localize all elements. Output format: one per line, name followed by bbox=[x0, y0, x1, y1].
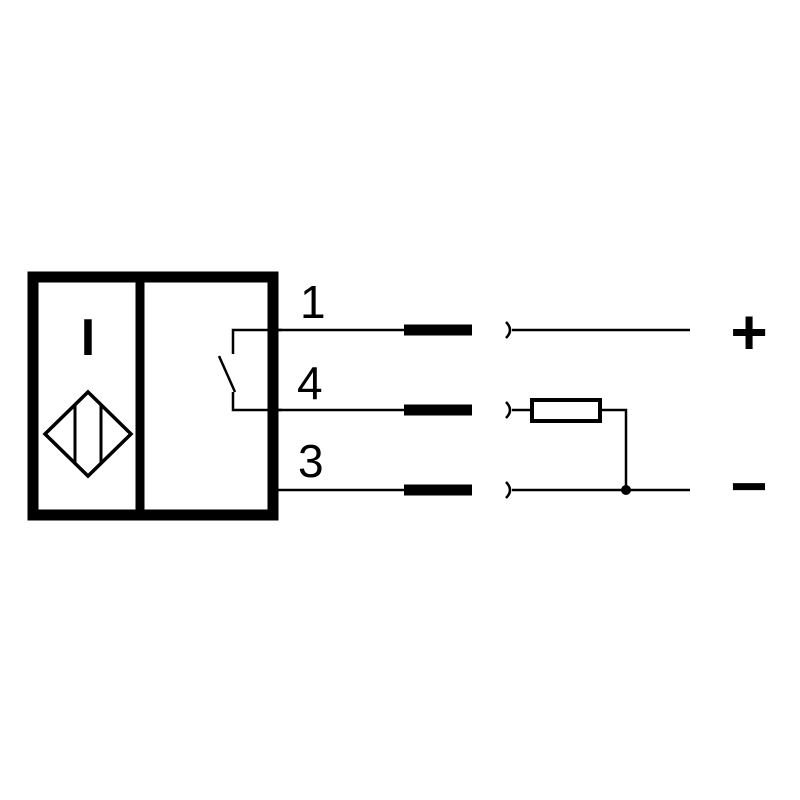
supply-positive: + bbox=[730, 296, 767, 368]
pin-label-3: 3 bbox=[298, 435, 324, 487]
junction-dot bbox=[621, 485, 631, 495]
supply-negative: − bbox=[730, 450, 767, 522]
sensor-mark: I bbox=[81, 309, 95, 367]
sensor-housing bbox=[27, 271, 279, 521]
inductive-sensor-icon bbox=[42, 389, 134, 479]
switch-contact-icon bbox=[217, 328, 282, 412]
pin-label-1: 1 bbox=[300, 276, 326, 328]
wire-pin-3 bbox=[273, 481, 690, 499]
wire-pin-1 bbox=[273, 321, 690, 339]
load-resistor bbox=[530, 398, 602, 423]
pin-label-4: 4 bbox=[297, 357, 323, 409]
wire-pin-4 bbox=[273, 398, 628, 490]
